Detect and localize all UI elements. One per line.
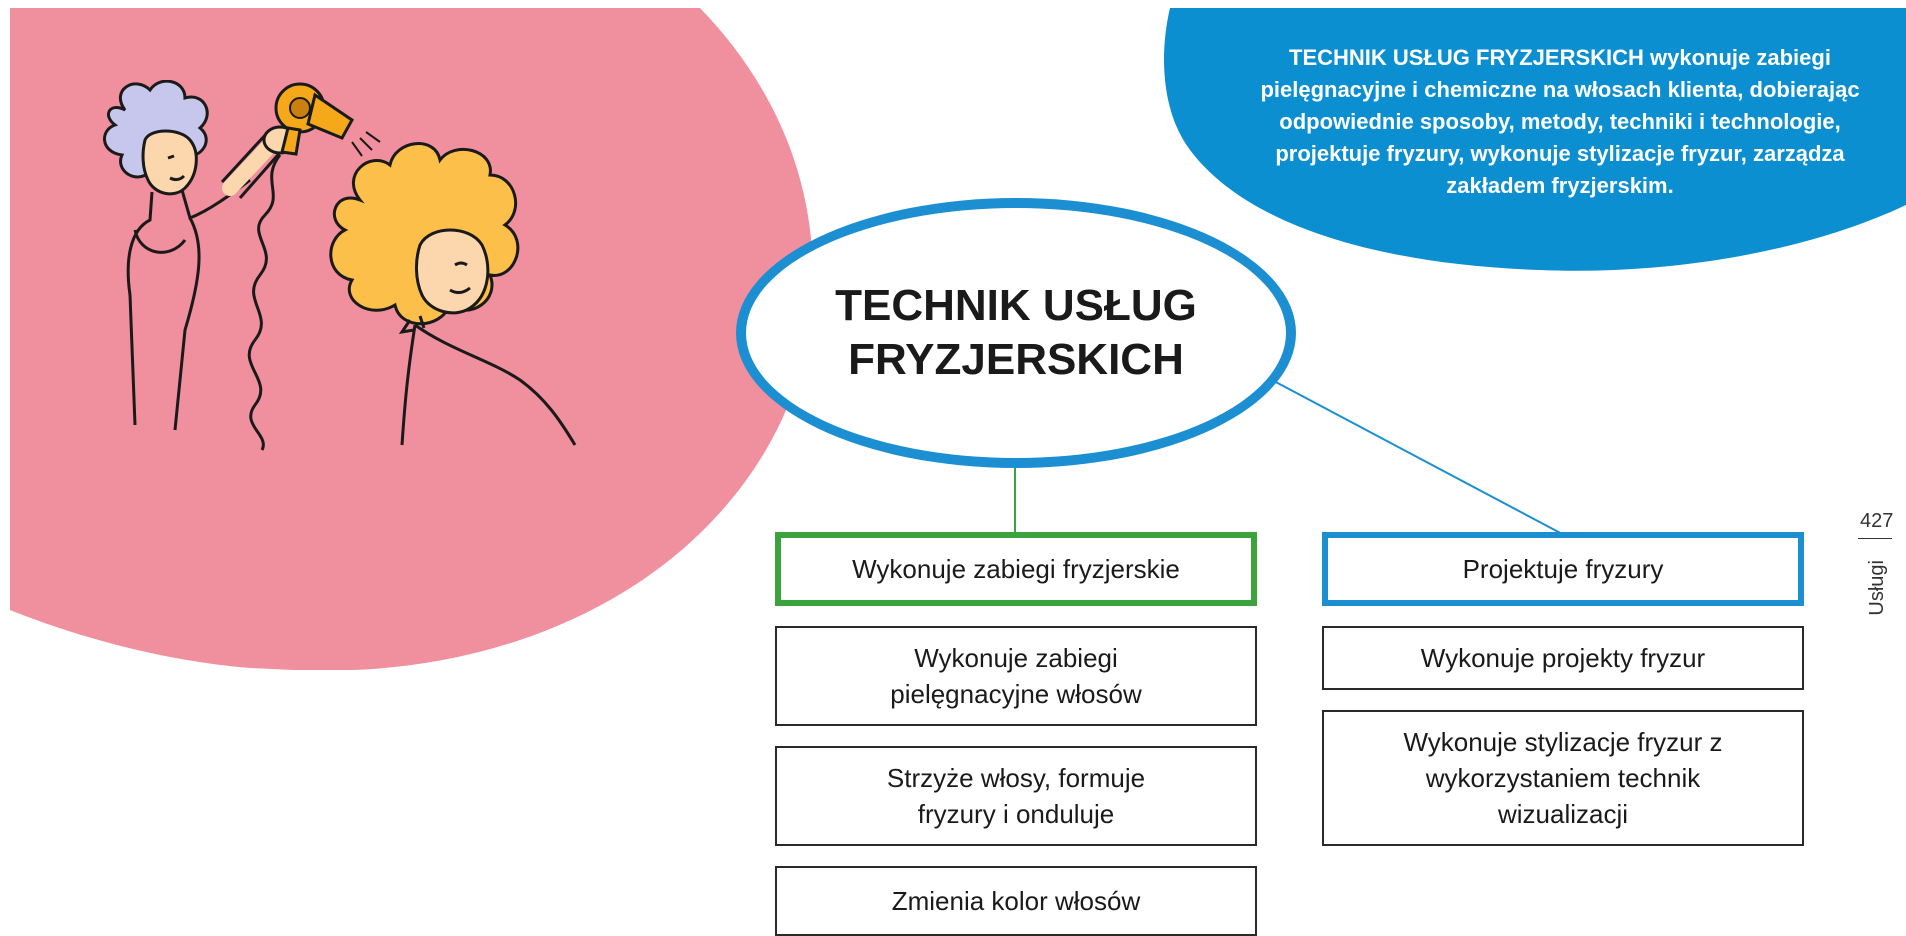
connector-right (1271, 379, 1567, 537)
treatment-item-care-label: Wykonuje zabiegi pielęgnacyjne włosów (890, 643, 1142, 709)
treatment-item-cutting-label: Strzyże włosy, formuje fryzury i onduluj… (886, 763, 1146, 829)
design-item-projects: Wykonuje projekty fryzur (1322, 626, 1804, 690)
design-item-styling-label: Wykonuje stylizacje fryzur z wykorzystan… (1403, 727, 1723, 829)
description-background-shape (1164, 8, 1906, 271)
branch-head-design: Projektuje fryzury (1322, 532, 1804, 606)
branch-head-treatments: Wykonuje zabiegi fryzjerskie (775, 532, 1257, 606)
hairdresser-illustration (103, 80, 577, 451)
page-number: 427 (1860, 510, 1894, 532)
central-node-title: TECHNIK USŁUG FRYZJERSKICH (835, 281, 1197, 384)
treatment-item-cutting: Strzyże włosy, formuje fryzury i onduluj… (775, 746, 1257, 846)
design-item-styling: Wykonuje stylizacje fryzur z wykorzystan… (1322, 710, 1804, 846)
occupation-description: TECHNIK USŁUG FRYZJERSKICH wykonuje zabi… (1260, 45, 1860, 198)
page-marker-divider (1858, 538, 1892, 539)
treatment-item-care: Wykonuje zabiegi pielęgnacyjne włosów (775, 626, 1257, 726)
central-node: TECHNIK USŁUG FRYZJERSKICH (736, 198, 1296, 468)
section-label: Usługi (1866, 560, 1888, 616)
treatment-item-color: Zmienia kolor włosów (775, 866, 1257, 936)
